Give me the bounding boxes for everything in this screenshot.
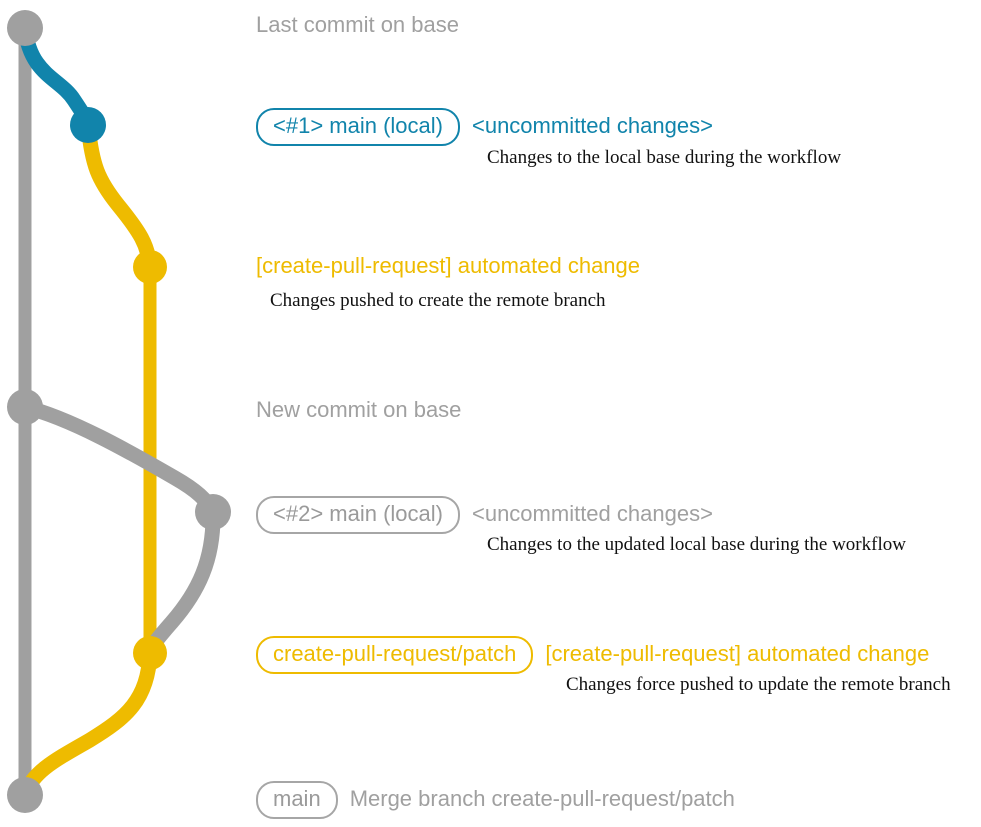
commit-node-base-new[interactable] bbox=[7, 389, 43, 425]
entry-title-local-commit-1: <uncommitted changes> bbox=[471, 113, 713, 138]
commit-node-patch-2[interactable] bbox=[133, 636, 167, 670]
commit-node-patch-1[interactable] bbox=[133, 250, 167, 284]
entry-row-automated-change-2: create-pull-request/patch [create-pull-r… bbox=[256, 636, 929, 674]
edge-local2-to-patch2 bbox=[142, 504, 221, 661]
entry-description-local-commit-2: Changes to the updated local base during… bbox=[487, 534, 906, 555]
entry-title-local-commit-2: <uncommitted changes> bbox=[471, 501, 713, 526]
entry-title-last-commit-on-base: Last commit on base bbox=[256, 12, 459, 37]
edge-local1-to-patch1 bbox=[80, 117, 158, 275]
entry-title-automated-change-2: [create-pull-request] automated change bbox=[545, 641, 930, 666]
entry-description-automated-change-2: Changes force pushed to update the remot… bbox=[566, 674, 951, 695]
commit-node-local-1[interactable] bbox=[70, 107, 106, 143]
entry-row-merge-commit: main Merge branch create-pull-request/pa… bbox=[256, 781, 735, 819]
branch-badge-main[interactable]: main bbox=[256, 781, 338, 819]
edge-basenew-to-local2 bbox=[17, 399, 221, 520]
entry-title-automated-change-1: [create-pull-request] automated change bbox=[256, 253, 641, 278]
entry-title-new-commit-on-base: New commit on base bbox=[256, 397, 462, 422]
branch-badge-local-2[interactable]: <#2> main (local) bbox=[256, 496, 460, 534]
entry-row-local-commit-2: <#2> main (local) <uncommitted changes> bbox=[256, 496, 713, 534]
branch-badge-local-1[interactable]: <#1> main (local) bbox=[256, 108, 460, 146]
edge-patch2-to-merge bbox=[17, 645, 158, 803]
entry-title-merge-commit: Merge branch create-pull-request/patch bbox=[349, 786, 735, 811]
commit-node-merge-main[interactable] bbox=[7, 777, 43, 813]
entry-description-automated-change-1: Changes pushed to create the remote bran… bbox=[270, 290, 606, 311]
branch-badge-create-pull-request-patch[interactable]: create-pull-request/patch bbox=[256, 636, 534, 674]
entry-row-local-commit-1: <#1> main (local) <uncommitted changes> bbox=[256, 108, 713, 146]
entry-description-local-commit-1: Changes to the local base during the wor… bbox=[487, 147, 842, 168]
commit-node-local-2[interactable] bbox=[195, 494, 231, 530]
commit-node-base-head[interactable] bbox=[7, 10, 43, 46]
